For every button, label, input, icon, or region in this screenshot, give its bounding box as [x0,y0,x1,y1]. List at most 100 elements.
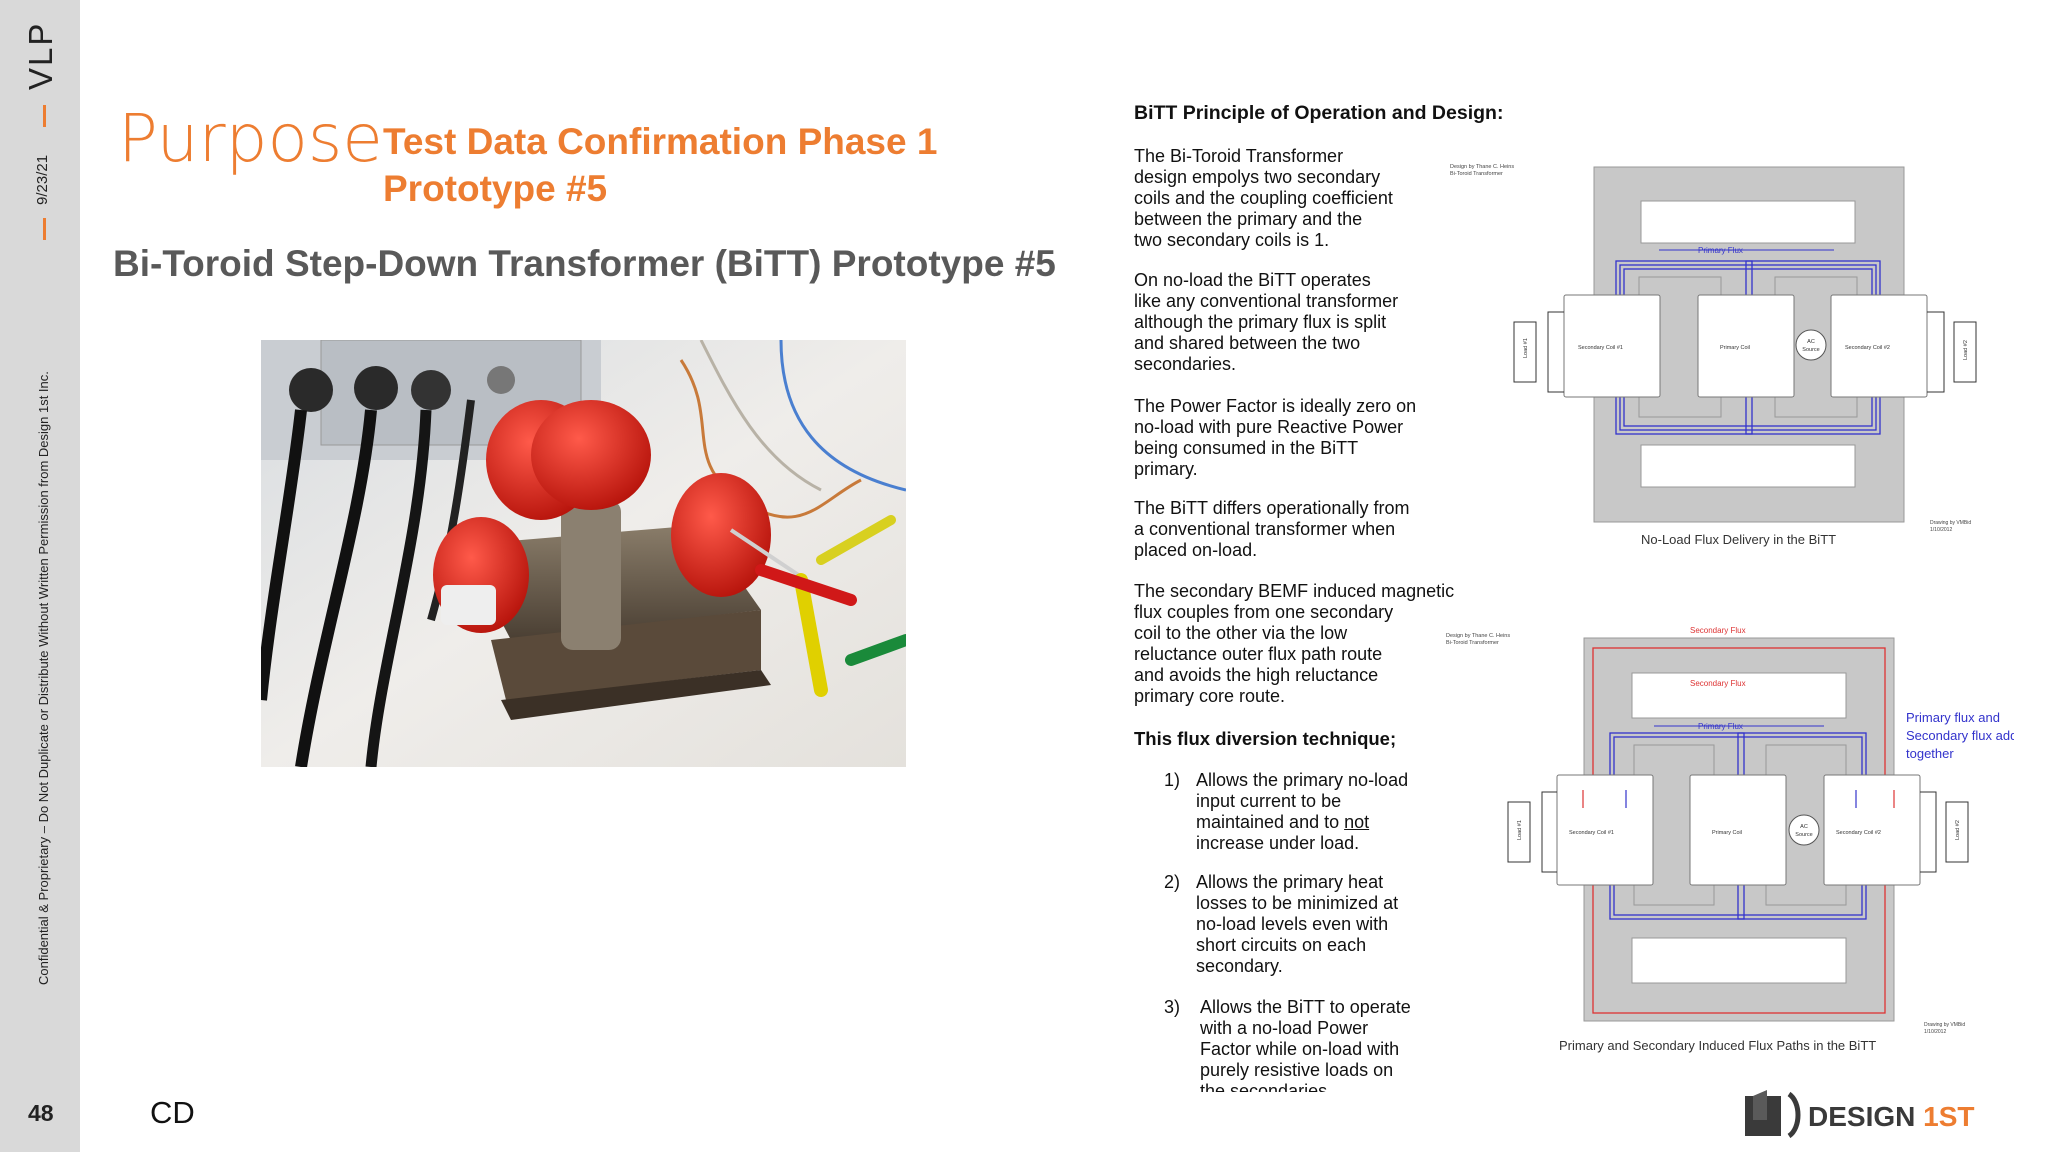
doc-line: design empolys two secondary [1134,167,1381,187]
page-number: 48 [28,1100,54,1126]
ac-source [1788,814,1820,846]
doc-paragraph: The BiTT differs operationally from a co… [1134,498,1534,561]
window-bottom [1631,937,1847,984]
design-credit: Bi-Toroid Transformer [1446,640,1499,646]
load-label: Load #2 [1963,340,1969,360]
doc-line: being consumed in the BiTT [1134,438,1359,458]
doc-line: The Power Factor is ideally zero on [1134,396,1417,416]
doc-line: no-load levels even with [1196,914,1389,934]
brand-label: VLP [22,21,59,90]
doc-line: primary core route. [1134,686,1286,706]
doc-paragraph: The Bi-Toroid Transformer design empolys… [1134,146,1534,251]
coil-label: Secondary Coil #2 [1845,345,1890,351]
coil-label: Primary Coil [1720,345,1750,351]
primary-coil [1697,294,1795,398]
design-1st-logo: DESIGN 1ST [1745,1090,2025,1139]
window-top [1640,200,1856,244]
drawing-credit: 1/10/2012 [1930,527,1952,533]
doc-text: maintained and to [1196,812,1345,832]
diagram-caption: No-Load Flux Delivery in the BiTT [1641,532,1836,547]
coil-label: Secondary Coil #1 [1569,830,1614,836]
doc-line: primary. [1134,459,1198,479]
doc-line: purely resistive loads on [1200,1060,1394,1080]
doc-line: placed on-load. [1134,540,1258,560]
secondary-coil [1556,774,1654,886]
diagram-no-load: Design by Thane C. Heins Bi-Toroid Trans… [1450,164,1977,547]
flux-label: Secondary Flux [1690,626,1746,635]
load-wire [1541,791,1557,873]
drawing-credit: 1/10/2012 [1924,1029,1946,1035]
doc-paragraph: The Power Factor is ideally zero on no-l… [1134,396,1534,480]
flux-note: Secondary flux add [1906,728,2014,743]
purpose-label: Purpose [118,100,383,177]
list-number: 1) [1164,770,1181,790]
doc-line: although the primary flux is split [1134,312,1387,332]
window-top [1631,672,1847,719]
doc-line: coils and the coupling coefficient [1134,188,1393,208]
doc-line: maintained and to not [1196,812,1466,833]
slide-headline: Test Data Confirmation Phase 1 Prototype… [383,118,937,212]
doc-line: between the primary and the [1134,209,1363,229]
doc-line: with a no-load Power [1200,1018,1369,1038]
doc-line: secondary. [1196,956,1283,976]
load-label: Load #1 [1517,820,1523,840]
coil-label: Primary Coil [1712,830,1742,836]
load-1 [1513,321,1537,383]
list-text: Allows the primary heat losses to be min… [1196,872,1466,977]
doc-line: the secondaries [1200,1081,1328,1092]
doc-paragraph: The secondary BEMF induced magnetic flux… [1134,581,1534,707]
load-wire [1547,311,1564,393]
load-wire [1927,311,1945,393]
doc-line: Allows the BiTT to operate [1200,997,1411,1017]
list-text: Allows the primary no-load input current… [1196,770,1466,854]
flux-diagrams: Design by Thane C. Heins Bi-Toroid Trans… [1446,164,2014,1053]
diagram-on-load: Design by Thane C. Heins Bi-Toroid Trans… [1446,626,2014,1053]
logo-mark-icon: DESIGN 1ST [1745,1090,1975,1139]
load-2 [1945,801,1969,863]
design-credit: Design by Thane C. Heins [1446,633,1510,639]
ac-source-label: Source [1802,347,1819,353]
coil-label: Secondary Coil #1 [1578,345,1623,351]
slide-date: 9/23/21 [34,154,51,205]
divider [43,105,46,127]
coil-label: Secondary Coil #2 [1836,830,1881,836]
doc-line: Allows the primary no-load [1196,770,1409,790]
doc-line: coil to the other via the low [1134,623,1348,643]
doc-line: two secondary coils is 1. [1134,230,1330,250]
divider [43,218,46,240]
list-number: 2) [1164,872,1181,892]
doc-line: On no-load the BiTT operates [1134,270,1371,290]
doc-line: The BiTT differs operationally from [1134,498,1410,518]
design-credit: Bi-Toroid Transformer [1450,171,1503,177]
drawing-credit: Drawing by VMBid [1930,520,1971,526]
doc-paragraph: On no-load the BiTT operates like any co… [1134,270,1534,375]
prototype-photo [261,340,906,767]
diagram-caption: Primary and Secondary Induced Flux Paths… [1559,1038,1876,1053]
list-item: 1) Allows the primary no-load input curr… [1164,770,1464,860]
doc-line: Allows the primary heat [1196,872,1384,892]
secondary-coil [1823,774,1921,886]
doc-line: losses to be minimized at [1196,893,1399,913]
flux-note: Primary flux and [1906,710,2000,725]
sidebar: VLP 9/23/21 Confidential & Proprietary –… [0,0,80,1152]
headline-line: Test Data Confirmation Phase 1 [383,121,938,162]
load-wire [1920,791,1937,873]
doc-line: and shared between the two [1134,333,1361,353]
load-2 [1953,321,1977,383]
doc-line: reluctance outer flux path route [1134,644,1383,664]
logo-text: DESIGN 1ST [1808,1101,1975,1132]
doc-line: a conventional transformer when [1134,519,1396,539]
doc-line: input current to be [1196,791,1342,811]
flux-label: Primary Flux [1698,722,1743,731]
list-item: 3) Allows the BiTT to operate with a no-… [1164,997,1464,1092]
doc-line: increase under load. [1196,833,1360,853]
doc-line: The Bi-Toroid Transformer [1134,146,1344,166]
doc-heading: BiTT Principle of Operation and Design: [1134,102,1504,124]
doc-line: flux couples from one secondary [1134,602,1394,622]
headline-line: Prototype #5 [383,168,608,209]
load-label: Load #1 [1523,338,1529,358]
doc-line: Factor while on-load with [1200,1039,1400,1059]
doc-line: no-load with pure Reactive Power [1134,417,1404,437]
load-label: Load #2 [1955,820,1961,840]
load-1 [1507,801,1531,863]
